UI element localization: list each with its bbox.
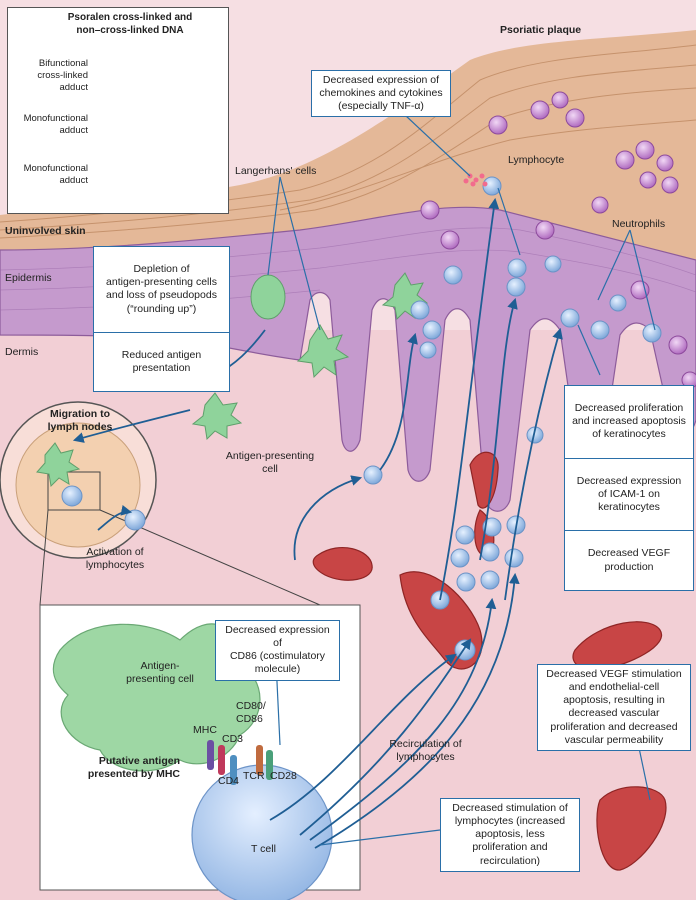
label-migration-to-lymph-nodes: Migration to lymph nodes [45,408,115,434]
callout-keratinocytes: Decreased proliferation and increased ap… [564,385,694,591]
callout-depletion-text: Depletion of antigen-presenting cells an… [98,263,225,316]
callout-depletion: Depletion of antigen-presenting cells an… [93,246,230,392]
callout-vegf-endothelial: Decreased VEGF stimulation and endotheli… [537,664,691,751]
dna-panel-title: Psoralen cross-linked and non–cross-link… [40,12,220,37]
callout-separator-2 [565,458,693,459]
lymph-node [16,423,140,547]
inset-label-cd4: CD4 [218,775,239,788]
label-langerhans-cells: Langerhans' cells [235,165,316,178]
callout-cd86: Decreased expression of CD86 (costimulat… [215,620,340,681]
label-psoriatic-plaque: Psoriatic plaque [500,24,581,37]
callout-keratinocytes-vegf: Decreased VEGF production [569,547,689,573]
label-recirculation: Recirculation of lymphocytes [378,738,473,764]
dna-label-monofunctional-1: Monofunctional adduct [10,113,88,137]
dna-label-monofunctional-2: Monofunctional adduct [10,163,88,187]
callout-keratinocytes-icam: Decreased expression of ICAM-1 on kerati… [569,475,689,514]
inset-label-apc: Antigen- presenting cell [110,660,210,686]
dna-label-bifunctional: Bifunctional cross-linked adduct [10,58,88,94]
callout-separator-3 [565,530,693,531]
inset-label-cd3: CD3 [222,733,243,746]
inset-label-cd28: CD28 [270,770,297,783]
label-antigen-presenting-cell: Antigen-presenting cell [215,450,325,476]
callout-lymphocyte-stimulation: Decreased stimulation of lymphocytes (in… [440,798,580,872]
label-neutrophils: Neutrophils [612,218,665,231]
label-lymphocyte: Lymphocyte [508,154,564,167]
label-activation-of-lymphocytes: Activation of lymphocytes [70,546,160,572]
callout-separator [94,332,229,333]
inset-label-mhc: MHC [193,724,217,737]
label-dermis: Dermis [5,346,38,359]
inset-t-cell [192,765,332,900]
label-uninvolved-skin: Uninvolved skin [5,225,86,238]
callout-reduced-antigen: Reduced antigen presentation [98,349,225,375]
inset-label-t-cell: T cell [251,843,276,856]
inset-label-tcr: TCR [243,770,265,783]
callout-chemokines: Decreased expression of chemokines and c… [311,70,451,117]
inset-label-putative-antigen: Putative antigen presented by MHC [50,755,180,781]
inset-label-cd80-cd86: CD80/ CD86 [236,700,266,726]
callout-keratinocytes-proliferation: Decreased proliferation and increased ap… [569,402,689,441]
label-epidermis: Epidermis [5,272,52,285]
